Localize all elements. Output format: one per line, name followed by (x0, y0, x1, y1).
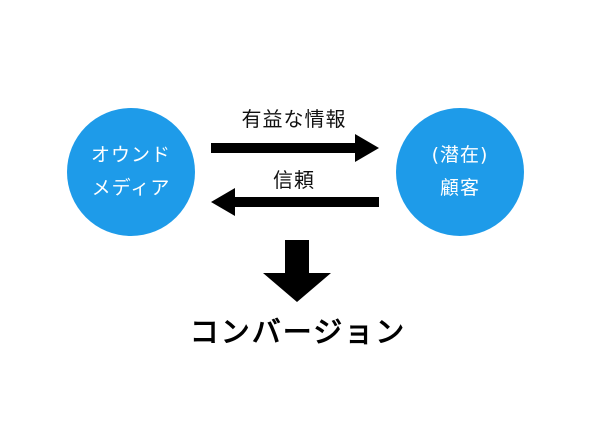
useful-information-label: 有益な情報 (241, 107, 347, 131)
left-arrow-icon (211, 188, 379, 216)
owned-media-label-line2: メディア (91, 177, 171, 199)
owned-media-node: オウンド メディア (67, 108, 195, 236)
potential-customer-label-line1: (潜在) (431, 144, 489, 166)
owned-media-label-line1: オウンド (90, 144, 171, 166)
conversion-label: コンバージョン (189, 315, 407, 349)
potential-customer-label-line2: 顧客 (439, 177, 480, 199)
trust-label: 信頼 (273, 168, 315, 192)
right-arrow-icon (211, 134, 379, 162)
down-arrow-icon (263, 240, 331, 302)
potential-customer-node: (潜在) 顧客 (396, 108, 524, 236)
